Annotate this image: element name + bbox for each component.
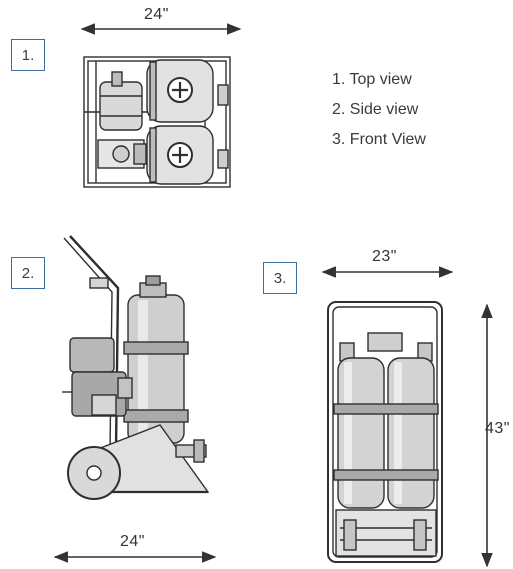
legend-item-side-view: 2. Side view [332, 101, 419, 118]
view-legend: 1. Top view 2. Side view 3. Front View [332, 65, 426, 155]
front-view-drawing [327, 301, 443, 563]
front-width-label: 23" [372, 248, 397, 265]
legend-item-top-view: 1. Top view [332, 71, 412, 88]
front-height-label: 43" [485, 420, 510, 437]
view-2-label: 2. [11, 257, 45, 289]
view-3-label: 3. [263, 262, 297, 294]
legend-item-front-view: 3. Front View [332, 131, 426, 148]
view-1-label: 1. [11, 39, 45, 71]
side-view-drawing [62, 235, 210, 500]
side-width-label: 24" [120, 533, 145, 550]
top-width-label: 24" [144, 6, 169, 23]
top-view-drawing [83, 56, 231, 188]
